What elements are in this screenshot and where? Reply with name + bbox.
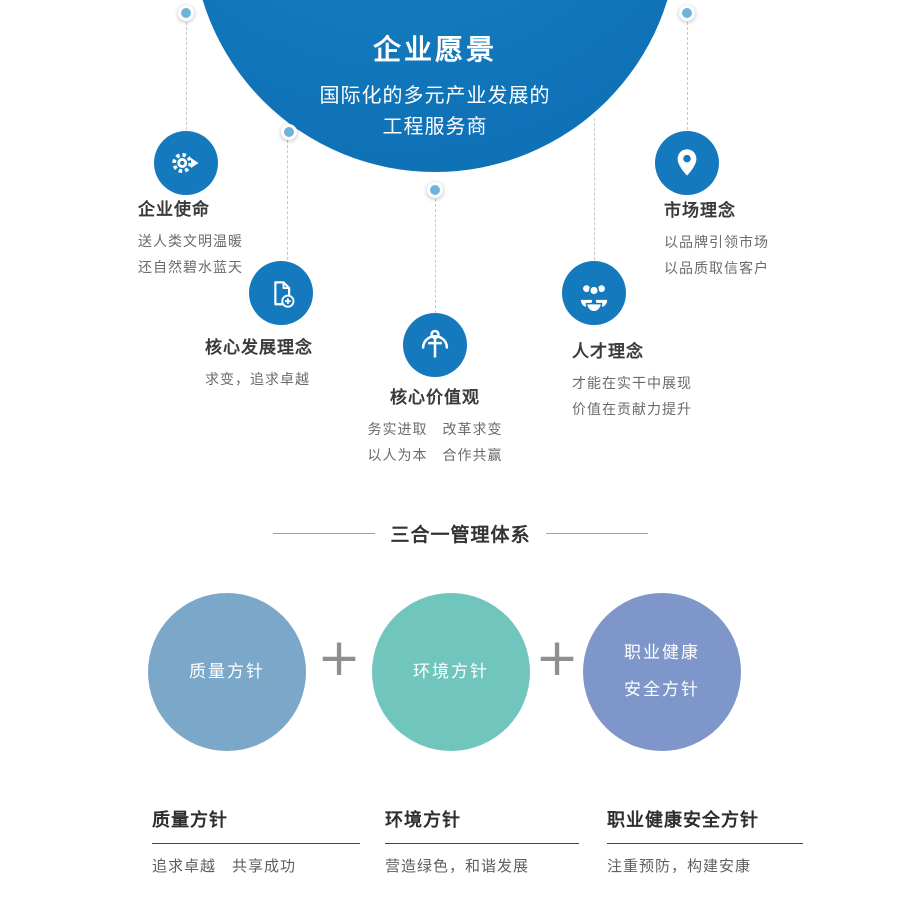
- connector-dot: [427, 182, 443, 198]
- vision-subtitle-line: 工程服务商: [382, 114, 488, 138]
- policy-desc: 追求卓越 共享成功: [152, 857, 297, 875]
- heading-rule-right: [545, 533, 648, 534]
- policy-title: 职业健康安全方针: [607, 806, 803, 844]
- connector-dot: [178, 5, 194, 21]
- value-line: 送人类文明温暖: [138, 234, 243, 250]
- vision-subtitle: 国际化的多元产业发展的 工程服务商: [260, 80, 610, 142]
- people-icon: [562, 261, 626, 325]
- connector-line: [435, 199, 436, 313]
- connector-line: [186, 22, 187, 130]
- vision-text: 企业愿景 国际化的多元产业发展的 工程服务商: [260, 28, 610, 142]
- value-title: 市场理念: [664, 201, 736, 221]
- policy-title: 环境方针: [385, 806, 579, 844]
- value-line: 务实进取 改革求变: [367, 422, 503, 438]
- value-title: 核心发展理念: [205, 338, 313, 358]
- value-block-talent: 人才理念 才能在实干中展现 价值在贡献力提升: [572, 337, 752, 423]
- value-block-mission: 企业使命 送人类文明温暖 还自然碧水蓝天: [138, 195, 308, 281]
- value-title: 核心价值观: [390, 388, 480, 408]
- policy-block-safety: 职业健康安全方针 注重预防，构建安康: [607, 806, 803, 876]
- value-line: 求变，追求卓越: [205, 372, 310, 388]
- value-lines: 送人类文明温暖 还自然碧水蓝天: [138, 229, 308, 281]
- policy-block-quality: 质量方针 追求卓越 共享成功: [152, 806, 360, 876]
- connector-line: [287, 140, 288, 260]
- value-lines: 才能在实干中展现 价值在贡献力提升: [572, 371, 752, 423]
- circle-label: 安全方针: [624, 680, 700, 700]
- connector-dot: [679, 5, 695, 21]
- document-plus-icon: [249, 261, 313, 325]
- policy-title: 质量方针: [152, 806, 360, 844]
- anchor-icon: [403, 313, 467, 377]
- circle-label: 职业健康: [624, 643, 700, 663]
- circle-label: 环境方针: [413, 661, 489, 682]
- section-header: 三合一管理体系: [0, 520, 921, 547]
- value-block-market: 市场理念 以品牌引领市场 以品质取信客户: [664, 196, 834, 282]
- value-line: 以品质取信客户: [664, 261, 769, 277]
- value-line: 才能在实干中展现: [572, 376, 692, 392]
- vision-subtitle-line: 国际化的多元产业发展的: [319, 83, 551, 107]
- section-title: 三合一管理体系: [390, 524, 531, 546]
- value-title: 企业使命: [138, 200, 210, 220]
- value-lines: 务实进取 改革求变 以人为本 合作共赢: [345, 417, 525, 469]
- policy-block-environment: 环境方针 营造绿色，和谐发展: [385, 806, 579, 876]
- value-line: 以品牌引领市场: [664, 235, 769, 251]
- location-pin-icon: [655, 131, 719, 195]
- value-lines: 以品牌引领市场 以品质取信客户: [664, 230, 834, 282]
- environment-policy-circle: 环境方针: [372, 593, 530, 751]
- connector-dot: [281, 124, 297, 140]
- connector-line: [687, 22, 688, 130]
- vision-title: 企业愿景: [372, 33, 497, 66]
- policy-desc: 注重预防，构建安康: [607, 857, 752, 875]
- value-title: 人才理念: [572, 342, 644, 362]
- value-lines: 求变，追求卓越: [205, 367, 395, 393]
- gear-arrow-icon: [154, 131, 218, 195]
- circle-label: 质量方针: [189, 661, 265, 682]
- heading-rule-left: [273, 533, 376, 534]
- value-block-core-values: 核心价值观 务实进取 改革求变 以人为本 合作共赢: [345, 383, 525, 469]
- safety-policy-circle: 职业健康 安全方针: [583, 593, 741, 751]
- value-block-core-development: 核心发展理念 求变，追求卓越: [205, 333, 395, 393]
- plus-sign: +: [317, 628, 361, 688]
- value-line: 价值在贡献力提升: [572, 402, 692, 418]
- value-line: 还自然碧水蓝天: [138, 260, 243, 276]
- quality-policy-circle: 质量方针: [148, 593, 306, 751]
- plus-sign: +: [535, 628, 579, 688]
- policy-desc: 营造绿色，和谐发展: [385, 857, 530, 875]
- connector-line: [594, 118, 595, 260]
- value-line: 以人为本 合作共赢: [367, 448, 503, 464]
